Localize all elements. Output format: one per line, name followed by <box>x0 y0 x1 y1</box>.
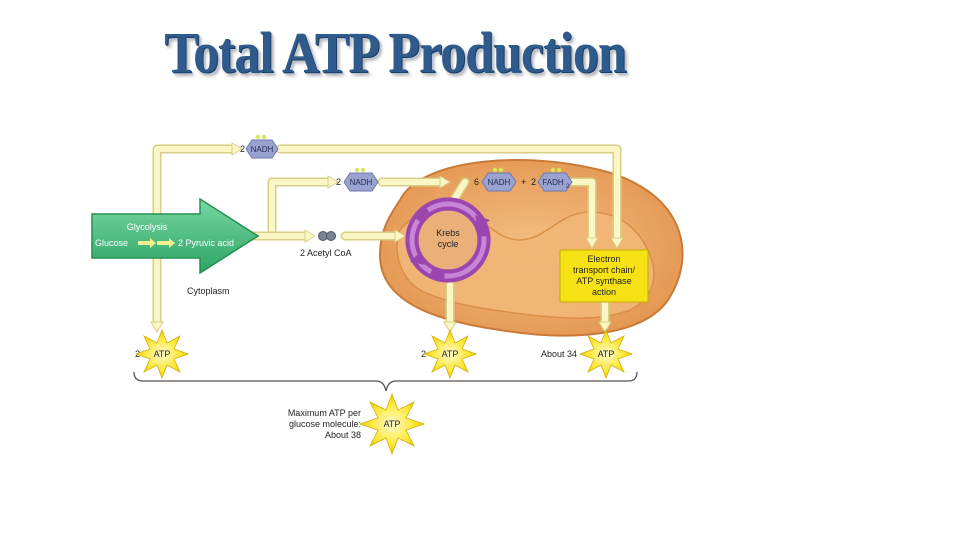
nadh-krebs-count: 6 <box>474 177 479 187</box>
atp-glycolysis: 2 ATP <box>134 328 190 380</box>
glycolysis-output: 2 Pyruvic acid <box>178 238 234 248</box>
nadh-top-label: NADH <box>251 145 274 154</box>
atp-etc-count: About 34 <box>541 349 577 359</box>
electron-transport-chain: Electron transport chain/ ATP synthase a… <box>559 249 649 303</box>
nadh-top-count: 2 <box>240 144 245 154</box>
nadh-top: 2 NADH <box>240 134 279 159</box>
glycolysis-title: Glycolysis <box>127 222 168 232</box>
nadh-mid-count: 2 <box>336 177 341 187</box>
fadh2-label: FADH <box>542 178 564 187</box>
fadh2-count: 2 <box>531 177 536 187</box>
atp-glycolysis-label: ATP <box>154 349 171 359</box>
glycolysis-arrow: Glycolysis Glucose 2 Pyruvic acid <box>91 197 260 275</box>
plus-sign: + <box>521 177 526 187</box>
atp-krebs-label: ATP <box>442 349 459 359</box>
atp-etc-label: ATP <box>598 349 615 359</box>
krebs-line2: cycle <box>438 239 459 249</box>
atp-krebs: 2 ATP <box>421 328 478 380</box>
nadh-krebs-label: NADH <box>488 178 511 187</box>
nadh-krebs: 6 NADH <box>474 167 517 192</box>
etc-line1: Electron <box>587 254 620 264</box>
acetyl-coa-label: 2 Acetyl CoA <box>300 248 352 258</box>
acetyl-coa: 2 Acetyl CoA <box>300 231 352 258</box>
etc-line4: action <box>592 287 616 297</box>
fadh2: 2 FADH 2 <box>531 167 573 192</box>
glycolysis-input: Glucose <box>95 238 128 248</box>
etc-line3: ATP synthase <box>576 276 631 286</box>
krebs-line1: Krebs <box>436 228 460 238</box>
maximum-atp: Maximum ATP per glucose molecule: About … <box>288 392 426 456</box>
arrowheads <box>150 142 624 333</box>
cytoplasm-label: Cytoplasm <box>187 286 230 296</box>
total-brace <box>133 371 638 392</box>
nadh-mid: 2 NADH <box>336 167 379 192</box>
krebs-cycle: Krebs cycle <box>405 197 491 283</box>
fadh2-subscript: 2 <box>566 184 570 190</box>
maximum-line3: About 38 <box>325 430 361 440</box>
slide-title: Total ATP Production <box>164 21 627 86</box>
maximum-line1: Maximum ATP per <box>288 408 361 418</box>
maximum-line2: glucose molecule: <box>289 419 361 429</box>
atp-etc: About 34 ATP <box>541 328 634 380</box>
nadh-mid-label: NADH <box>350 178 373 187</box>
maximum-atp-label: ATP <box>384 419 401 429</box>
etc-line2: transport chain/ <box>573 265 636 275</box>
